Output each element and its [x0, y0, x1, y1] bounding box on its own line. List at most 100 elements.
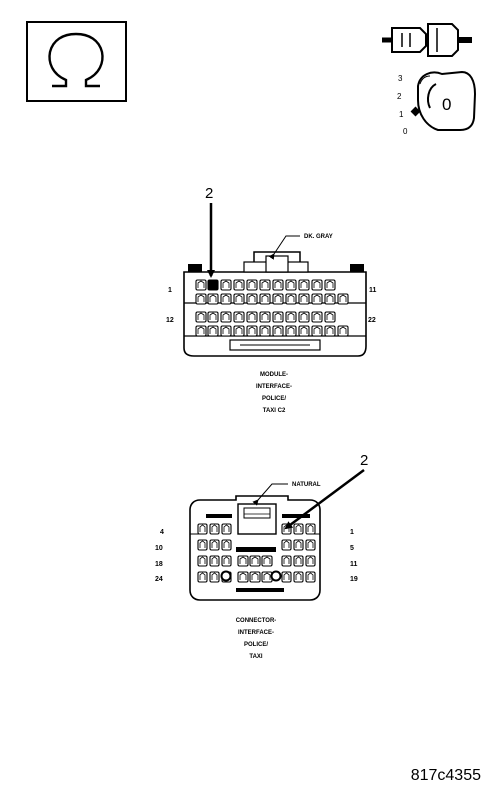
ci-row-label-left-2: 10: [155, 545, 163, 552]
ci-cavity-l-r3-c2-terminal: [211, 556, 218, 564]
c2-cavity-r2-c6-terminal: [261, 294, 269, 302]
c2-cavity-r1-c2: [207, 279, 219, 291]
c2-cavity-r3-c8-terminal: [287, 312, 295, 320]
ci-callout-number: 2: [360, 452, 368, 469]
figure-id: 817c4355: [411, 767, 481, 784]
ci-cavity-r-r1-c2-terminal: [295, 524, 302, 532]
c2-cavity-r2-c4-terminal: [235, 294, 243, 302]
c2-cavity-r1-c10: [311, 279, 323, 291]
c2-cavity-r3-c7-terminal: [274, 312, 282, 320]
c2-cavity-r2-c12-terminal: [339, 294, 347, 302]
c2-cavity-r2-c1: [195, 293, 207, 305]
ci-cavity-r-r2-c1-terminal: [283, 540, 290, 548]
c2-cavity-r4-c1-terminal: [197, 326, 205, 334]
ci-cavity-center-3: [261, 555, 273, 567]
c2-cavity-r4-c3: [220, 325, 232, 337]
ci-row-label-left-4: 24: [155, 576, 163, 583]
ci-row-label-left-1: 4: [160, 529, 164, 536]
c2-cavity-r3-c9: [298, 311, 310, 323]
c2-cavity-r4-c8-terminal: [287, 326, 295, 334]
c2-cavity-r2-c8: [285, 293, 297, 305]
c2-pin-22-label: 22: [368, 317, 376, 324]
c2-cavity-r2-c8-terminal: [287, 294, 295, 302]
c2-cavity-r2-c2: [207, 293, 219, 305]
ci-cavity-center-4: [237, 571, 249, 583]
ignition-position-1: 1: [399, 110, 404, 119]
c2-callout-number: 2: [205, 185, 213, 202]
ci-cavity-r-r3-c2-terminal: [295, 556, 302, 564]
ignition-key-label: 0: [442, 95, 451, 114]
c2-cavity-r2-c7: [272, 293, 284, 305]
c2-cavity-r4-c1: [195, 325, 207, 337]
ci-cavity-r-r3-c3-terminal: [307, 556, 314, 564]
ci-caption-line-3: POLICE/: [244, 642, 268, 648]
c2-cavity-r3-c11: [324, 311, 336, 323]
c2-pin-12-label: 12: [166, 317, 174, 324]
c2-cavity-r1-c5: [246, 279, 258, 291]
c2-cavity-r2-c9: [298, 293, 310, 305]
c2-cavity-r3-c3-terminal: [222, 312, 230, 320]
ci-color-label: NATURAL: [292, 482, 321, 488]
ci-cavity-center-2: [249, 555, 261, 567]
ci-cavity-center-4-terminal: [239, 572, 247, 580]
ci-cavity-l-r4-c2-terminal: [211, 572, 218, 580]
c2-cavity-r1-c2-terminal: [209, 280, 217, 288]
ci-cavity-l-r2-c1-terminal: [199, 540, 206, 548]
c2-cavity-r3-c4-terminal: [235, 312, 243, 320]
c2-cavity-r1-c4: [233, 279, 245, 291]
ci-cavity-center-5-terminal: [251, 572, 259, 580]
c2-cavity-r2-c11-terminal: [326, 294, 334, 302]
ci-cavity-l-r4-c1-terminal: [199, 572, 206, 580]
c2-cavity-r2-c10: [311, 293, 323, 305]
c2-cavity-r4-c5-terminal: [248, 326, 256, 334]
c2-cavity-r3-c10: [311, 311, 323, 323]
c2-cavity-r4-c11-terminal: [326, 326, 334, 334]
c2-cavity-r2-c1-terminal: [197, 294, 205, 302]
c2-cavity-r3-c2: [207, 311, 219, 323]
c2-cavity-r3-c5: [246, 311, 258, 323]
c2-cavity-r3-c4: [233, 311, 245, 323]
c2-cavity-r3-c8: [285, 311, 297, 323]
ci-cavity-l-r1-c2-terminal: [211, 524, 218, 532]
c2-cavity-r3-c9-terminal: [300, 312, 308, 320]
ci-caption-line-4: TAXI: [249, 654, 263, 660]
c2-cavity-r4-c4-terminal: [235, 326, 243, 334]
c2-cavity-r2-c9-terminal: [300, 294, 308, 302]
ci-cavity-center-1-terminal: [239, 556, 247, 564]
ci-cavity-center-3-terminal: [263, 556, 271, 564]
ci-row-label-right-3: 11: [350, 561, 358, 568]
c2-cavity-r3-c11-terminal: [326, 312, 334, 320]
c2-caption-line-4: TAXI C2: [263, 408, 286, 414]
ignition-key-icon: [382, 23, 472, 57]
c2-cavity-r2-c6: [259, 293, 271, 305]
c2-cavity-r1-c3: [220, 279, 232, 291]
c2-color-label: DK. GRAY: [304, 234, 333, 240]
c2-cavity-r4-c6: [259, 325, 271, 337]
c2-cavity-r3-c1: [195, 311, 207, 323]
ignition-position-2: 2: [397, 92, 402, 101]
c2-cavity-r4-c9-terminal: [300, 326, 308, 334]
connector-c2-caption: MODULE- INTERFACE- POLICE/ TAXI C2: [256, 372, 292, 414]
ci-cavity-l-r3-c1-terminal: [199, 556, 206, 564]
ohm-icon: [48, 32, 104, 88]
c2-cavity-r1-c8: [285, 279, 297, 291]
connector-c2-cavities: [195, 279, 349, 337]
ci-cavity-l-r3-c3-terminal: [223, 556, 230, 564]
c2-cavity-r2-c4: [233, 293, 245, 305]
c2-cavity-r2-c3-terminal: [222, 294, 230, 302]
c2-cavity-r4-c10: [311, 325, 323, 337]
c2-cavity-r4-c12: [337, 325, 349, 337]
c2-cavity-r2-c2-terminal: [209, 294, 217, 302]
c2-cavity-r4-c3-terminal: [222, 326, 230, 334]
c2-cavity-r4-c2: [207, 325, 219, 337]
c2-cavity-r1-c7: [272, 279, 284, 291]
c2-cavity-r4-c4: [233, 325, 245, 337]
c2-cavity-r4-c5: [246, 325, 258, 337]
ci-cavity-l-r1-c3-terminal: [223, 524, 230, 532]
c2-cavity-r1-c1: [195, 279, 207, 291]
c2-cavity-r1-c9: [298, 279, 310, 291]
ignition-position-0: 0: [403, 127, 408, 136]
ci-cavity-center-5: [249, 571, 261, 583]
c2-cavity-r4-c11: [324, 325, 336, 337]
